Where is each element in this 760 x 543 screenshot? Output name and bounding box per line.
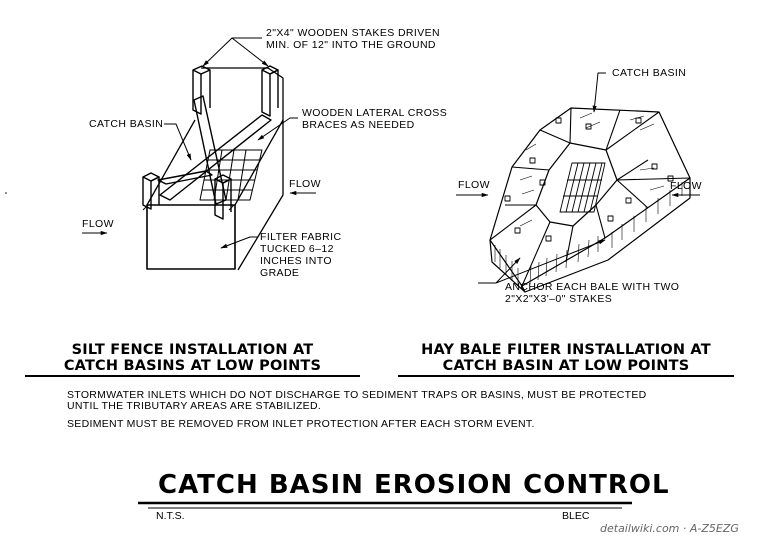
hay-bale-drawing <box>489 107 691 293</box>
anchor-label: ANCHOR EACH BALE WITH TWO 2"X2"X3'–0" ST… <box>505 281 680 305</box>
main-title: CATCH BASIN EROSION CONTROL <box>158 470 670 500</box>
note-2: SEDIMENT MUST BE REMOVED FROM INLET PROT… <box>67 418 535 430</box>
silt-fence-drawing <box>142 65 284 271</box>
code-fragment: BLEC <box>562 510 590 522</box>
left-catch-basin-label: CATCH BASIN <box>89 118 164 130</box>
scale-label: N.T.S. <box>156 510 185 522</box>
note-1: STORMWATER INLETS WHICH DO NOT DISCHARGE… <box>67 389 647 412</box>
left-flow-left-label: FLOW <box>82 218 114 230</box>
underlines <box>25 375 734 509</box>
watermark: detailwiki.com · A-Z5EZG <box>600 522 739 535</box>
right-flow-right-label: FLOW <box>670 180 702 192</box>
right-catch-basin-label: CATCH BASIN <box>612 67 687 79</box>
right-leaders <box>456 72 700 284</box>
hay-bale-title: HAY BALE FILTER INSTALLATION AT CATCH BA… <box>421 342 711 374</box>
stakes-label: 2"X4" WOODEN STAKES DRIVEN MIN. OF 12" I… <box>266 27 441 51</box>
braces-label: WOODEN LATERAL CROSS BRACES AS NEEDED <box>302 107 448 131</box>
left-leaders <box>82 37 316 249</box>
left-flow-right-label: FLOW <box>289 178 321 190</box>
right-flow-left-label: FLOW <box>458 179 490 191</box>
fabric-label: FILTER FABRIC TUCKED 6–12 INCHES INTO GR… <box>260 231 342 279</box>
silt-fence-title: SILT FENCE INSTALLATION AT CATCH BASINS … <box>63 342 322 374</box>
